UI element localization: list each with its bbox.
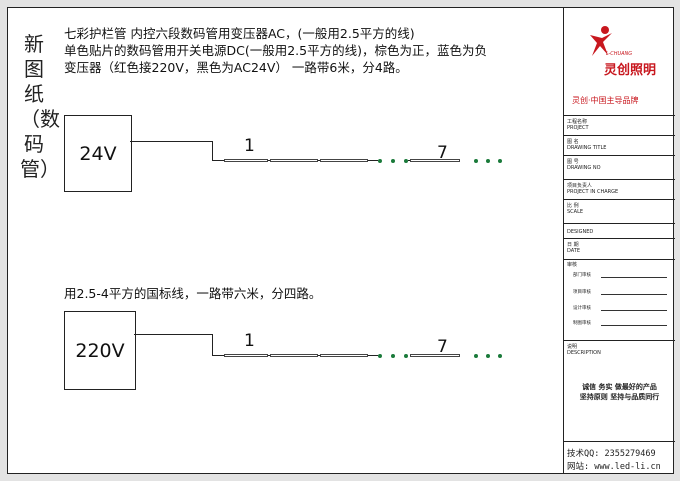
- signature-line: [601, 310, 667, 311]
- transformer-24v-label: 24V: [79, 142, 117, 165]
- title-block-divider: [564, 135, 675, 136]
- running-figure-logo-icon: [590, 26, 612, 56]
- continuation-dot: [486, 354, 490, 358]
- segment-7-label: 7: [437, 337, 448, 357]
- side-title: 新图纸（数码管）: [20, 32, 60, 181]
- led-strip-1: [224, 159, 268, 162]
- title-block-divider: [564, 340, 675, 341]
- title-block-divider: [564, 238, 675, 239]
- title-block-divider: [564, 155, 675, 156]
- signature-line: [601, 325, 667, 326]
- continuation-dot: [378, 159, 382, 163]
- note-line-2: 单色贴片的数码管用开关电源DC(一般用2.5平方的线)，棕色为正，蓝色为负: [64, 43, 487, 58]
- continuation-dot: [474, 159, 478, 163]
- segment-7-label: 7: [437, 143, 448, 163]
- note-section-2: 用2.5-4平方的国标线，一路带六米，分四路。: [64, 286, 322, 301]
- tech-qq: 技术QQ: 2355279469: [567, 449, 656, 459]
- wire-vertical-1: [212, 141, 213, 160]
- title-block-divider: [564, 115, 675, 116]
- continuation-dot: [404, 159, 408, 163]
- led-strip-2: [270, 159, 318, 162]
- continuation-dot: [498, 354, 502, 358]
- led-strip-1: [224, 354, 268, 357]
- slogan-line-1: 诚信 务实 做最好的产品: [582, 383, 657, 391]
- signature-line: [601, 294, 667, 295]
- led-strip-3: [320, 354, 368, 357]
- led-strip-7: [410, 159, 460, 162]
- title-block-divider: [564, 441, 675, 442]
- continuation-dot: [378, 354, 382, 358]
- drawing-frame: [7, 7, 674, 474]
- note-line-1: 七彩护栏管 内控六段数码管用变压器AC，(一般用2.5平方的线): [64, 26, 415, 41]
- brand-slogan: 灵创·中国主导品牌: [572, 96, 639, 105]
- designed-label: DESIGNED: [567, 229, 594, 235]
- title-block-divider: [564, 179, 675, 180]
- continuation-dot: [498, 159, 502, 163]
- brand-name-en: L-CHUANG: [606, 51, 633, 57]
- continuation-dot: [404, 354, 408, 358]
- wire-horizontal-2: [134, 334, 212, 335]
- title-block-divider: [564, 199, 675, 200]
- continuation-dot: [486, 159, 490, 163]
- led-strip-3: [320, 159, 368, 162]
- signature-label: 设计审核: [573, 306, 591, 311]
- website-link[interactable]: 网站: www.led-li.cn: [567, 462, 661, 472]
- signature-label: 部门审核: [573, 273, 591, 278]
- led-strip-7: [410, 354, 460, 357]
- review-label: 审核: [567, 262, 578, 268]
- title-block-divider: [564, 223, 675, 224]
- brand-name-cn: 灵创照明: [604, 63, 657, 78]
- signature-label: 制图审核: [573, 321, 591, 326]
- continuation-dot: [391, 354, 395, 358]
- segment-1-label: 1: [244, 331, 255, 351]
- led-strip-2: [270, 354, 318, 357]
- wire-vertical-2: [212, 334, 213, 355]
- transformer-220v-box: 220V: [64, 311, 136, 390]
- signature-line: [601, 277, 667, 278]
- segment-1-label: 1: [244, 136, 255, 156]
- slogan-line-2: 坚持原则 坚持与品质同行: [579, 393, 660, 401]
- continuation-dot: [391, 159, 395, 163]
- continuation-dot: [474, 354, 478, 358]
- transformer-24v-box: 24V: [64, 115, 132, 192]
- title-block-divider: [564, 259, 675, 260]
- wire-horizontal-1: [130, 141, 212, 142]
- transformer-220v-label: 220V: [75, 339, 125, 362]
- note-line-3: 变压器（红色接220V，黑色为AC24V） 一路带6米，分4路。: [64, 60, 408, 75]
- signature-label: 项目审核: [573, 290, 591, 295]
